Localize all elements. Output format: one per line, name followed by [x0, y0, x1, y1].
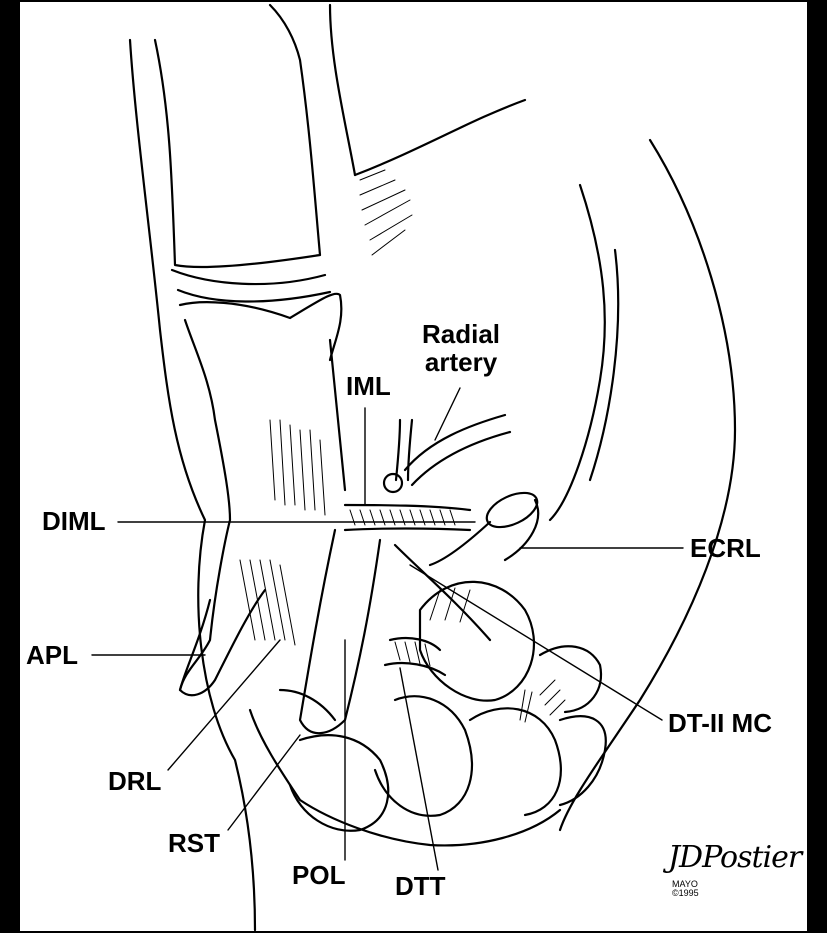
ecrl-tendon — [430, 500, 538, 565]
carpal-bones — [250, 582, 606, 846]
radial-artery — [396, 420, 412, 480]
hand-dorsum-outline — [355, 100, 525, 175]
label-iml: IML — [346, 373, 391, 399]
leader-drl — [168, 640, 280, 770]
scaphoid-top — [180, 294, 341, 360]
radius-hatching — [240, 420, 325, 645]
mayo-year: ©1995 — [672, 889, 699, 898]
label-radial-artery-line1: Radial — [422, 320, 500, 348]
label-ecrl: ECRL — [690, 535, 761, 561]
radius-bone — [180, 320, 230, 690]
thenar-contour — [550, 185, 605, 520]
forearm-outline-right — [330, 5, 355, 175]
metacarpal-bone — [155, 5, 320, 267]
ecrl-tendon-stump — [482, 486, 543, 534]
label-radial-artery-line2: artery — [422, 348, 500, 376]
palm-inner-contour — [590, 250, 618, 480]
apl-tendon — [180, 590, 265, 695]
leader-dt-ii-mc — [410, 565, 662, 720]
label-diml: DIML — [42, 508, 106, 534]
label-dt-ii-mc: DT-II MC — [668, 710, 772, 736]
label-dtt: DTT — [395, 873, 446, 899]
label-rst: RST — [168, 830, 220, 856]
label-pol: POL — [292, 862, 345, 888]
artist-signature: JDPostier — [668, 840, 801, 875]
radial-artery-cut — [384, 474, 402, 492]
radial-artery-branch — [405, 415, 510, 485]
mayo-credit: MAYO ©1995 — [672, 880, 699, 899]
forearm-outline-left — [130, 40, 255, 930]
label-radial-artery: Radial artery — [422, 320, 500, 376]
metacarpal-joint — [172, 270, 330, 302]
radius-bone-right — [330, 340, 345, 490]
label-apl: APL — [26, 642, 78, 668]
label-drl: DRL — [108, 768, 161, 794]
